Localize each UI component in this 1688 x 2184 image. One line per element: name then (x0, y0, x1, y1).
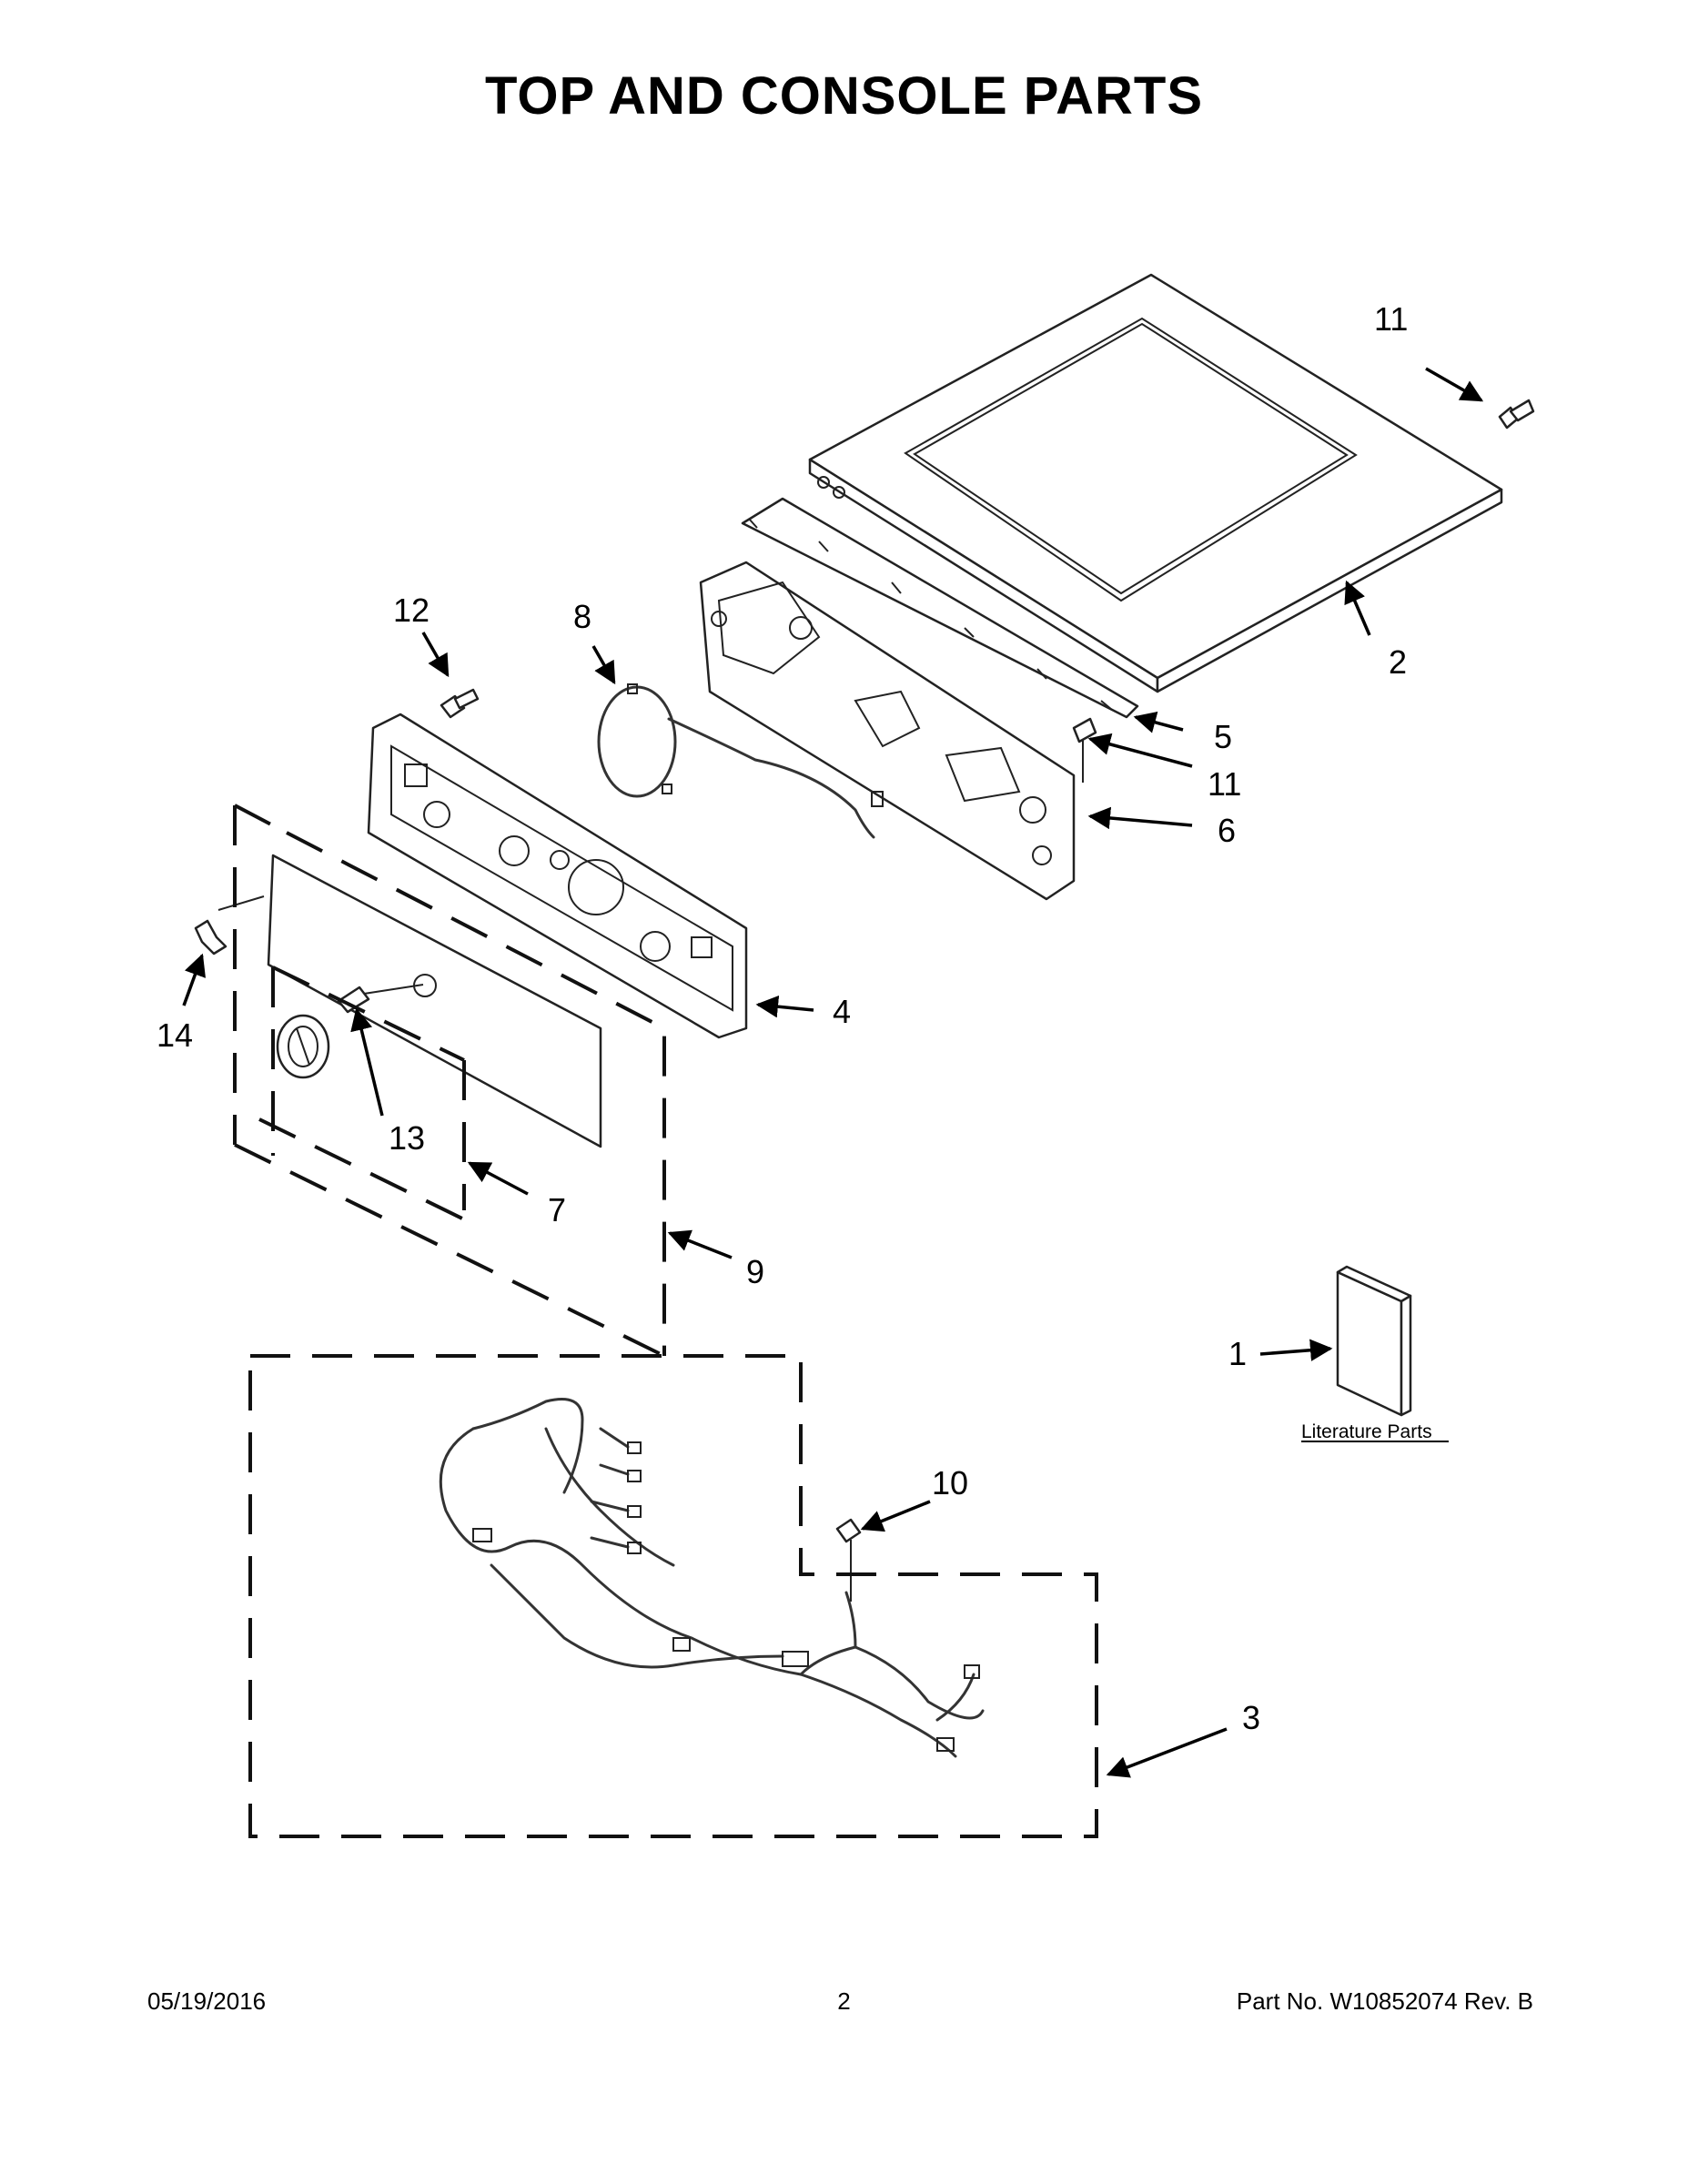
callout-9: 9 (746, 1253, 764, 1290)
ground-screw-10 (835, 1518, 862, 1602)
knob (276, 1014, 330, 1079)
console-wire-harness (597, 683, 884, 839)
console-front-panel (367, 713, 748, 1039)
callout-1: 1 (1228, 1335, 1247, 1372)
footer-page-number: 2 (837, 1987, 851, 2015)
screw-12 (440, 688, 480, 719)
callout-10: 10 (932, 1464, 968, 1502)
callout-12: 12 (393, 592, 430, 629)
screw-11-top (1498, 399, 1535, 430)
callout-labels: 11 2 5 11 6 4 12 8 14 13 7 9 10 3 1 (157, 300, 1408, 1736)
callout-13: 13 (389, 1119, 425, 1157)
footer-date: 05/19/2016 (147, 1987, 267, 2015)
callout-3: 3 (1242, 1699, 1260, 1736)
literature-parts-label: Literature Parts (1301, 1421, 1432, 1442)
callout-5: 5 (1214, 718, 1232, 755)
console-assembly-outline (233, 804, 666, 1358)
callout-11-top: 11 (1374, 300, 1408, 338)
callout-6: 6 (1218, 812, 1236, 849)
main-wire-harness (439, 1398, 985, 1758)
knob-assembly-outline (258, 966, 466, 1221)
clip-14 (194, 895, 265, 956)
harness-outline (248, 1354, 1098, 1838)
footer-part-number: Part No. W10852074 Rev. B (1236, 1987, 1533, 2015)
callout-4: 4 (833, 993, 851, 1030)
top-panel (808, 273, 1503, 693)
screw-11-lower (1072, 717, 1097, 783)
literature-book (1336, 1265, 1412, 1417)
console-back-panel (699, 561, 1076, 901)
callout-7: 7 (548, 1191, 566, 1228)
callout-8: 8 (573, 598, 591, 635)
callout-2: 2 (1389, 643, 1407, 681)
callout-11-lower: 11 (1208, 765, 1241, 803)
knob-shaft-13 (337, 984, 424, 1014)
callout-14: 14 (157, 1016, 193, 1054)
top-bracket (741, 497, 1139, 719)
callout-arrows (182, 367, 1484, 1778)
page-title: TOP AND CONSOLE PARTS (484, 66, 1204, 126)
